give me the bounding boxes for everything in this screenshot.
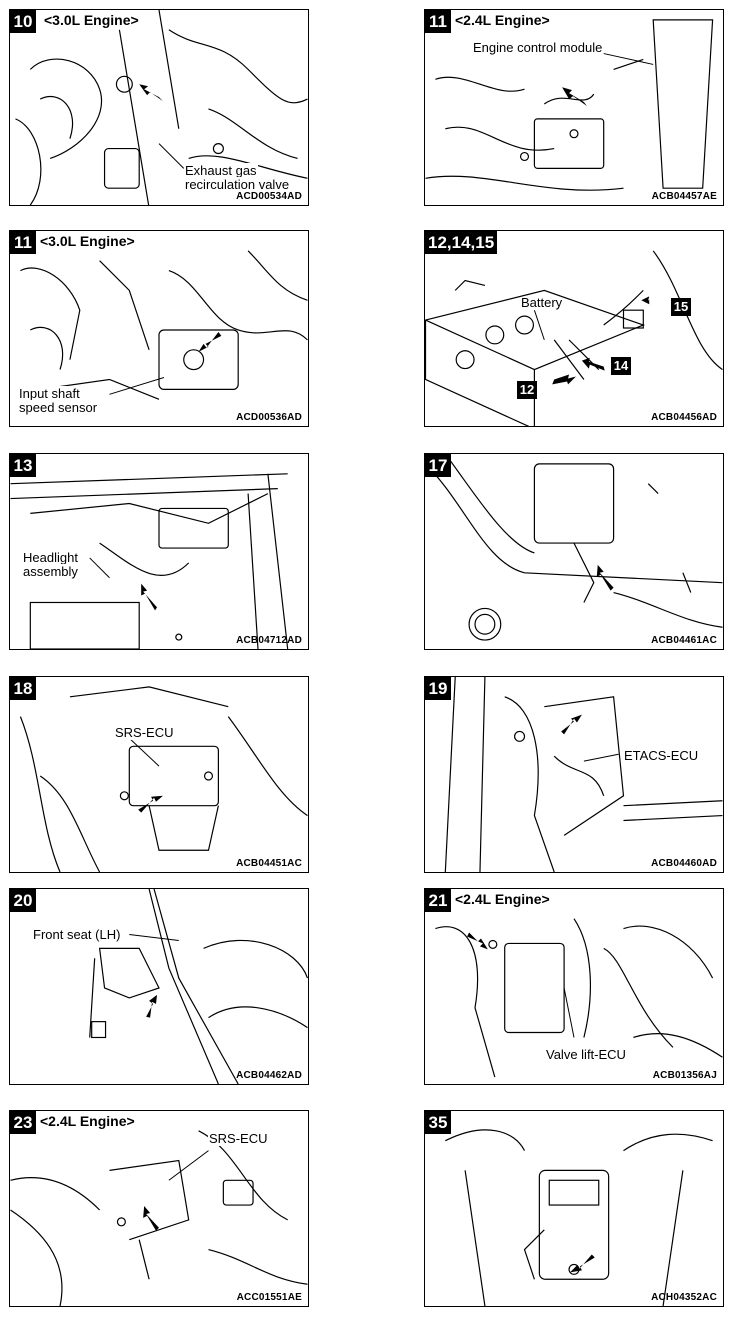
engine-bay-illustration [20,250,308,400]
arrow-icon [146,994,158,1018]
step-number: 21 [425,889,451,912]
valve-lift-ecu-illustration [435,918,723,1078]
arrow-icon [138,795,163,813]
figure-code: ACD00534AD [236,191,302,202]
step-number: 10 [10,10,36,33]
figure-panel-35: 35 ACH04352AC [424,1110,724,1307]
console-illustration [445,1129,713,1306]
step-number: 20 [10,889,36,912]
part-label: recirculation valve [184,177,291,192]
step-number: 35 [425,1111,451,1134]
figure-code: ACB01356AJ [652,1070,717,1081]
callout-badge: 14 [611,357,631,375]
figure-code: ACB04461AC [651,635,717,646]
arrow-icon [139,84,163,102]
callout-badge: 15 [671,298,691,316]
part-label: Front seat (LH) [32,927,122,942]
part-label: SRS-ECU [114,725,175,740]
step-number: 11 [425,10,451,33]
engine-variant: <3.0L Engine> [40,233,135,249]
figure-code: ACH04352AC [651,1292,717,1303]
part-label: Engine control module [472,40,604,55]
engine-bay-illustration [15,10,308,205]
step-number: 13 [10,454,36,477]
figure-panel-19: 19 ETACS-ECU ACB04460AD [424,676,724,873]
step-number: 18 [10,677,36,700]
headlight-illustration [10,473,289,649]
part-label: Battery [521,295,563,310]
part-label: Input shaft [18,386,81,401]
front-seat-illustration [89,889,308,1084]
step-number: 11 [10,231,36,254]
figure-panel-10: 10 <3.0L Engine> Exhaust gas recirculati… [9,9,309,206]
step-number: 12,14,15 [425,231,498,254]
arrow-icon [596,564,614,591]
step-number: 19 [425,677,451,700]
arrow-icon [143,1206,159,1231]
arrow-icon [581,357,605,371]
part-label: Headlight [22,550,79,565]
callout-badge: 12 [517,381,537,399]
figure-code: ACB04457AE [651,191,717,202]
arrow-icon [561,714,582,735]
figure-panel-21: 21 <2.4L Engine> Valve lift-ECU ACB01356… [424,888,724,1085]
figure-panel-11-24l: 11 <2.4L Engine> Engine control module A… [424,9,724,206]
part-label: Exhaust gas [184,163,258,178]
etacs-ecu-illustration [444,677,723,872]
figure-code: ACB04460AD [651,858,717,869]
part-label: SRS-ECU [208,1131,269,1146]
engine-variant: <2.4L Engine> [455,12,550,28]
engine-variant: <2.4L Engine> [40,1113,135,1129]
arrow-icon [467,932,488,950]
engine-variant: <2.4L Engine> [455,891,550,907]
engine-variant: <3.0L Engine> [44,12,139,28]
figure-panel-18: 18 SRS-ECU ACB04451AC [9,676,309,873]
figure-code: ACB04462AD [236,1070,302,1081]
step-number: 17 [425,454,451,477]
arrow-icon [562,87,587,107]
figure-code: ACB04712AD [236,635,302,646]
arrow-icon [198,331,222,352]
wiring-illustration [425,454,723,641]
part-label: speed sensor [18,400,99,415]
figure-panel-12-14-15: 12,14,15 Battery 12 14 15 ACB04456AD [424,230,724,427]
figure-panel-20: 20 Front seat (LH) ACB04462AD [9,888,309,1085]
figure-code: ACB04456AD [651,412,717,423]
figure-code: ACB04451AC [236,858,302,869]
arrow-icon [570,1254,595,1273]
arrow-icon [641,296,664,305]
figure-panel-11-30l: 11 <3.0L Engine> Input shaft speed senso… [9,230,309,427]
figure-panel-23: 23 <2.4L Engine> SRS-ECU ACC01551AE [9,1110,309,1307]
engine-bay-illustration [425,19,714,191]
arrow-icon [552,374,576,385]
part-label: Valve lift-ECU [545,1047,627,1062]
figure-panel-17: 17 ACB04461AC [424,453,724,650]
battery-illustration [425,250,723,426]
arrow-icon [141,583,158,611]
part-label: ETACS-ECU [623,748,700,763]
srs-ecu-illustration [10,1130,308,1306]
part-label: assembly [22,564,79,579]
srs-ecu-illustration [19,686,308,872]
figure-code: ACD00536AD [236,412,302,423]
step-number: 23 [10,1111,36,1134]
figure-panel-13: 13 Headlight assembly ACB04712AD [9,453,309,650]
figure-code: ACC01551AE [236,1292,302,1303]
